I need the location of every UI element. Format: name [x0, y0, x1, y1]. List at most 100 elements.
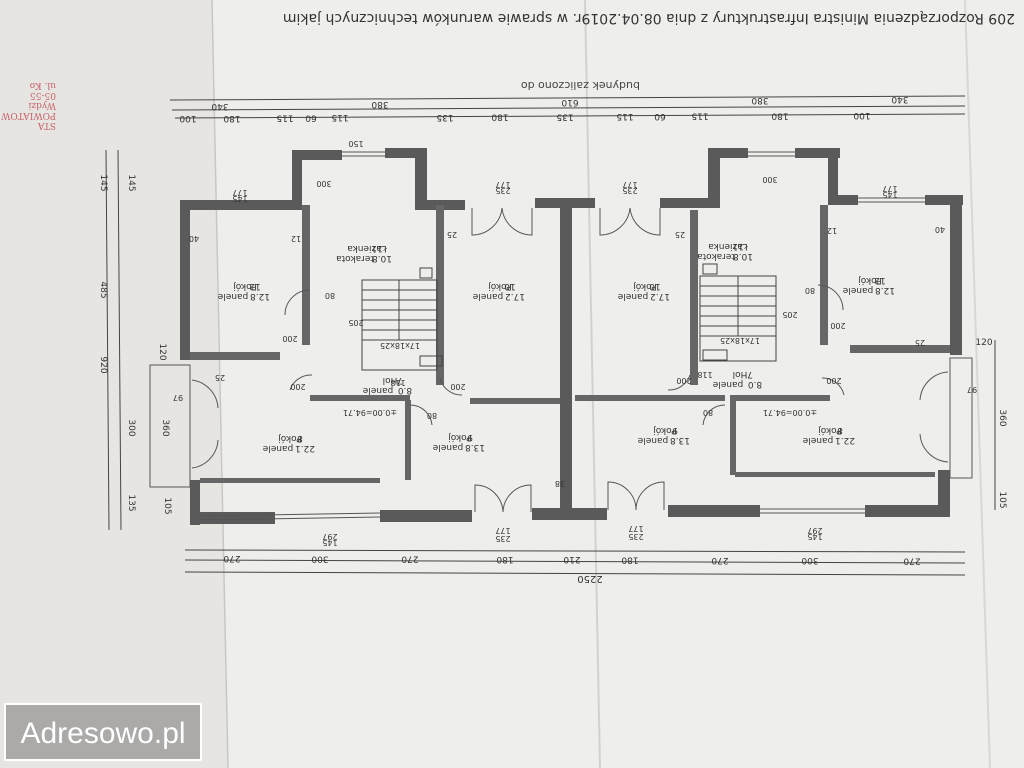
room-finish: panele	[432, 442, 463, 452]
dimension-annotation: 17x18x25	[380, 341, 420, 350]
dimension-annotation: 25	[675, 230, 685, 239]
dimension-annotation: 177	[628, 524, 643, 533]
dimension-annotation: 300	[316, 179, 331, 188]
room-name: Pokój	[278, 433, 302, 444]
room-finish: panele	[472, 291, 503, 301]
dimension-annotation: 177	[622, 180, 637, 189]
dimension-annotation: 145	[232, 194, 247, 203]
dim-top-2-label: 180	[771, 110, 788, 120]
room-number: 7	[747, 369, 753, 379]
room-name: Pokój	[858, 275, 882, 286]
dim-top-2-label: 60	[305, 112, 317, 122]
dimension-annotation: 80	[703, 408, 713, 417]
room-area: 17.2	[650, 291, 670, 301]
room-finish: panele	[802, 435, 833, 445]
room-number: 11	[732, 241, 743, 251]
balcony-doors	[149, 207, 973, 513]
dim-right-label: 105	[997, 491, 1007, 508]
room-area: 13.8	[670, 435, 690, 445]
dim-left-label: 300	[126, 419, 136, 436]
dim-bottom-label: 180	[496, 554, 513, 564]
dimension-annotation: 38	[555, 479, 565, 488]
room-name: Pokój	[233, 281, 257, 292]
room-name: Pokój	[818, 425, 842, 436]
dimension-lines-top	[169, 95, 966, 119]
dim-top-1-label: 340	[211, 101, 228, 111]
room-number: 10	[504, 281, 516, 291]
room-area: 12.8	[250, 291, 270, 301]
room-number: 7	[397, 375, 403, 385]
dimension-annotation: 80	[805, 286, 815, 295]
dim-top-1-label: 610	[561, 97, 578, 107]
dim-right-column: 120 360 105	[975, 338, 1007, 509]
room-number: 10	[649, 281, 661, 291]
room-area: 10.8	[733, 251, 753, 261]
dim-right-label: 360	[997, 409, 1007, 426]
dimension-annotation: 145	[807, 532, 822, 541]
room-number: 8	[837, 425, 843, 435]
paper-edge	[211, 0, 229, 768]
dim-top-1-label: 380	[751, 95, 768, 105]
dimension-annotation: 40	[189, 234, 199, 243]
dim-left-label: 135	[126, 494, 136, 511]
windows	[190, 151, 925, 521]
interior-walls	[190, 205, 950, 483]
dimension-annotation: 80	[325, 291, 335, 300]
room-area: 17.2	[505, 291, 525, 301]
staircase-left	[361, 267, 443, 371]
dim-right-label: 120	[975, 338, 992, 348]
dim-top-2-label: 115	[276, 113, 293, 123]
room-finish: panele	[362, 385, 393, 395]
dimension-annotation: 118	[697, 370, 712, 379]
room-finish: terakota	[336, 253, 374, 263]
regulation-subtext: budynek zaliczono do	[521, 79, 640, 92]
room-name: Pokój	[448, 432, 472, 443]
dimension-annotation: 25	[915, 338, 925, 347]
dimension-annotation: 235	[495, 534, 510, 543]
dim-top-2-label: 60	[654, 111, 666, 121]
dim-bottom-label: 270	[401, 554, 418, 564]
dimension-annotation: 200	[282, 334, 297, 343]
room-name: Pokój	[488, 281, 512, 292]
dimension-annotation: 177	[495, 526, 510, 535]
dim-left-label: 145	[126, 174, 136, 191]
room-finish: panele	[842, 285, 873, 295]
dimension-annotation: 235	[628, 532, 643, 541]
dimension-annotation: 17x18x25	[720, 336, 760, 345]
dim-bottom-total: 2250	[577, 573, 602, 584]
room-name: Łazienka	[347, 243, 388, 253]
paper-fold-2	[964, 0, 991, 768]
room-number: 9	[672, 425, 678, 435]
dimension-annotation: 40	[935, 225, 945, 234]
dimension-annotation: 235	[495, 186, 510, 195]
dim-top-2-label: 115	[691, 111, 708, 121]
room-number: 12	[874, 275, 885, 285]
dimension-annotation: 297	[322, 532, 337, 541]
interior-doors	[284, 284, 845, 426]
paper-fold-1	[584, 0, 601, 768]
room-name: Pokój	[633, 281, 657, 292]
dim-top-2-label: 115	[331, 112, 348, 122]
dimension-annotations: 17x18x2517x18x25±0.00=94.71±0.00=94.7130…	[173, 139, 977, 547]
room-finish: panele	[637, 435, 668, 445]
dim-left-label: 105	[162, 497, 172, 514]
dim-bottom-label: 210	[563, 554, 580, 564]
dim-bottom-label: 180	[621, 555, 638, 565]
staircase-right	[699, 263, 777, 362]
room-area: 12.8	[875, 285, 895, 295]
room-number: 8	[297, 433, 303, 443]
dim-bottom-label: 270	[711, 555, 728, 565]
dimension-annotation: 145	[322, 538, 337, 547]
room-number: 11	[371, 243, 382, 253]
dim-top-2-label: 100	[179, 113, 196, 123]
room-name: Hol	[733, 369, 748, 379]
dimension-annotation: 177	[232, 188, 247, 197]
dimension-annotation: 200	[290, 382, 305, 391]
dim-top-2-label: 180	[491, 112, 508, 122]
dimension-annotation: 118	[390, 378, 405, 387]
dim-top-1-label: 340	[891, 94, 908, 104]
